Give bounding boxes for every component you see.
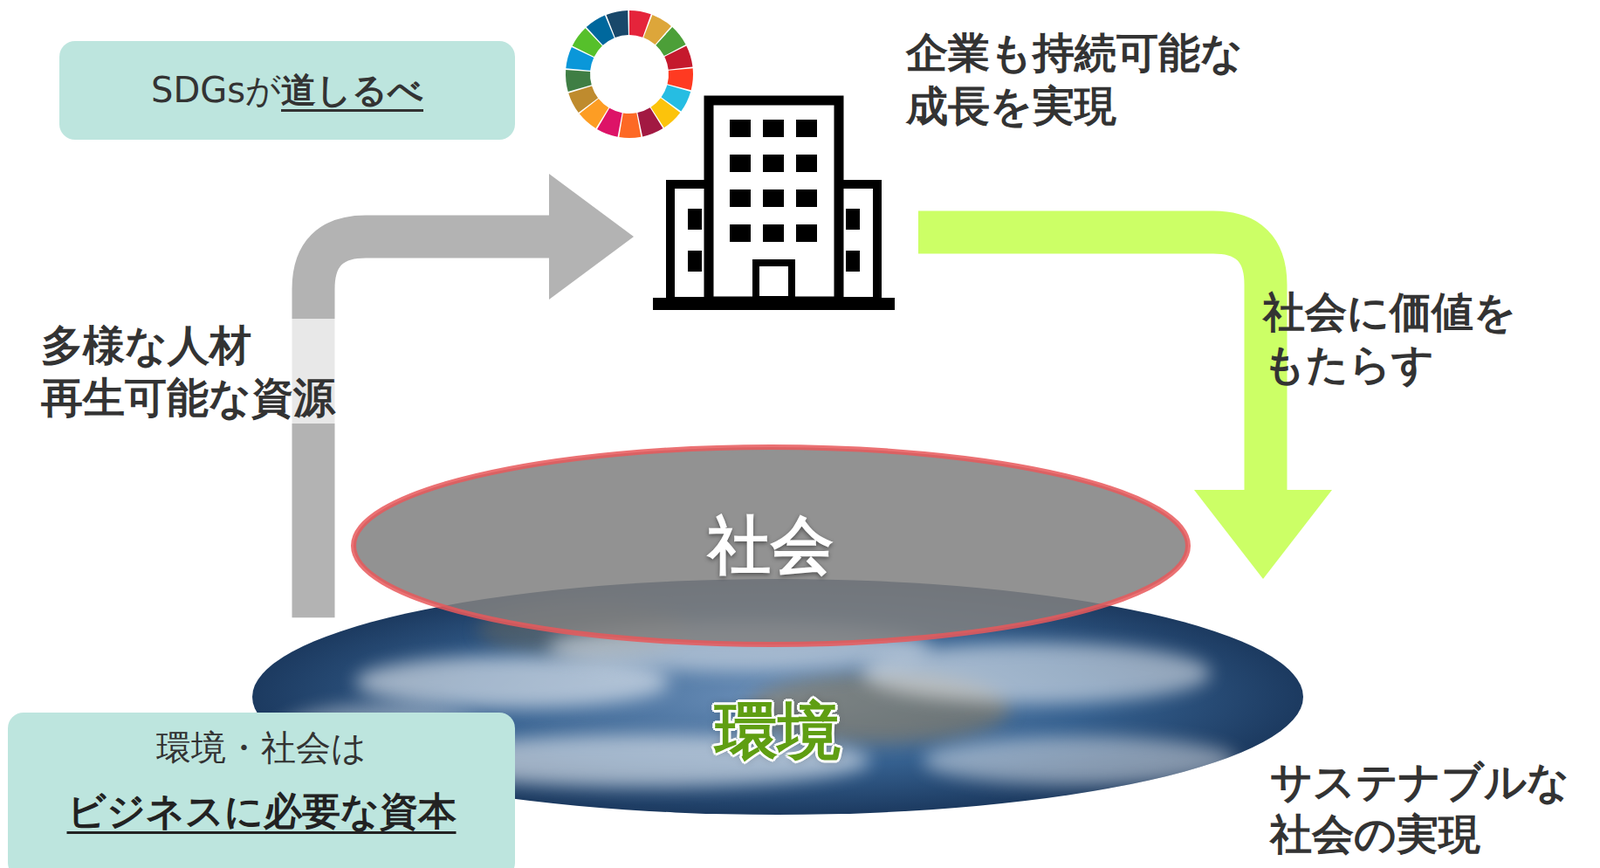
sdg-segment — [556, 1, 703, 148]
company-building: 企業も持続可能な 成長を実現 — [652, 95, 895, 312]
resource-arrow-head — [549, 173, 634, 300]
node-text: 社会 — [707, 503, 834, 588]
node-text: 環境・社会は — [156, 723, 367, 772]
sdg-segment — [556, 1, 701, 146]
connector-label: 多様な人材 再生可能な資源 — [41, 318, 336, 424]
sdg-segment — [556, 1, 703, 148]
capital-box: 環境・社会はビジネスに必要な資本 — [7, 712, 516, 868]
building-icon — [652, 95, 895, 312]
node-text: 道しるべ — [281, 66, 424, 115]
value-arrow-shaft — [918, 232, 1266, 495]
sdg-segment — [558, 3, 701, 145]
building-door — [755, 262, 792, 300]
sdg-segment — [563, 7, 697, 142]
node-text: 企業も持続可能な 成長を実現 — [906, 26, 1243, 133]
sdg-segment — [560, 5, 699, 144]
sdg-wheel — [556, 1, 703, 148]
value-arrow-head — [1194, 489, 1333, 579]
sdg-segment — [563, 7, 697, 142]
node-text: SDGsが — [151, 66, 282, 115]
society-ellipse: 社会 — [350, 443, 1192, 648]
guide-box: SDGsが道しるべ — [59, 41, 516, 140]
annotation-text: 社会に価値を もたらす — [1263, 285, 1517, 391]
sdg-segment — [556, 1, 701, 146]
society-ellipse-outline — [353, 446, 1188, 645]
node-text: 環境 — [714, 689, 841, 774]
sdg-segment — [560, 5, 699, 144]
annotation-text: サステナブルな 社会の実現 — [1270, 755, 1570, 860]
sdg-segment — [558, 3, 701, 145]
node-text: ビジネスに必要な資本 — [67, 785, 457, 838]
building-tower — [708, 100, 839, 302]
building-windows — [687, 119, 860, 272]
